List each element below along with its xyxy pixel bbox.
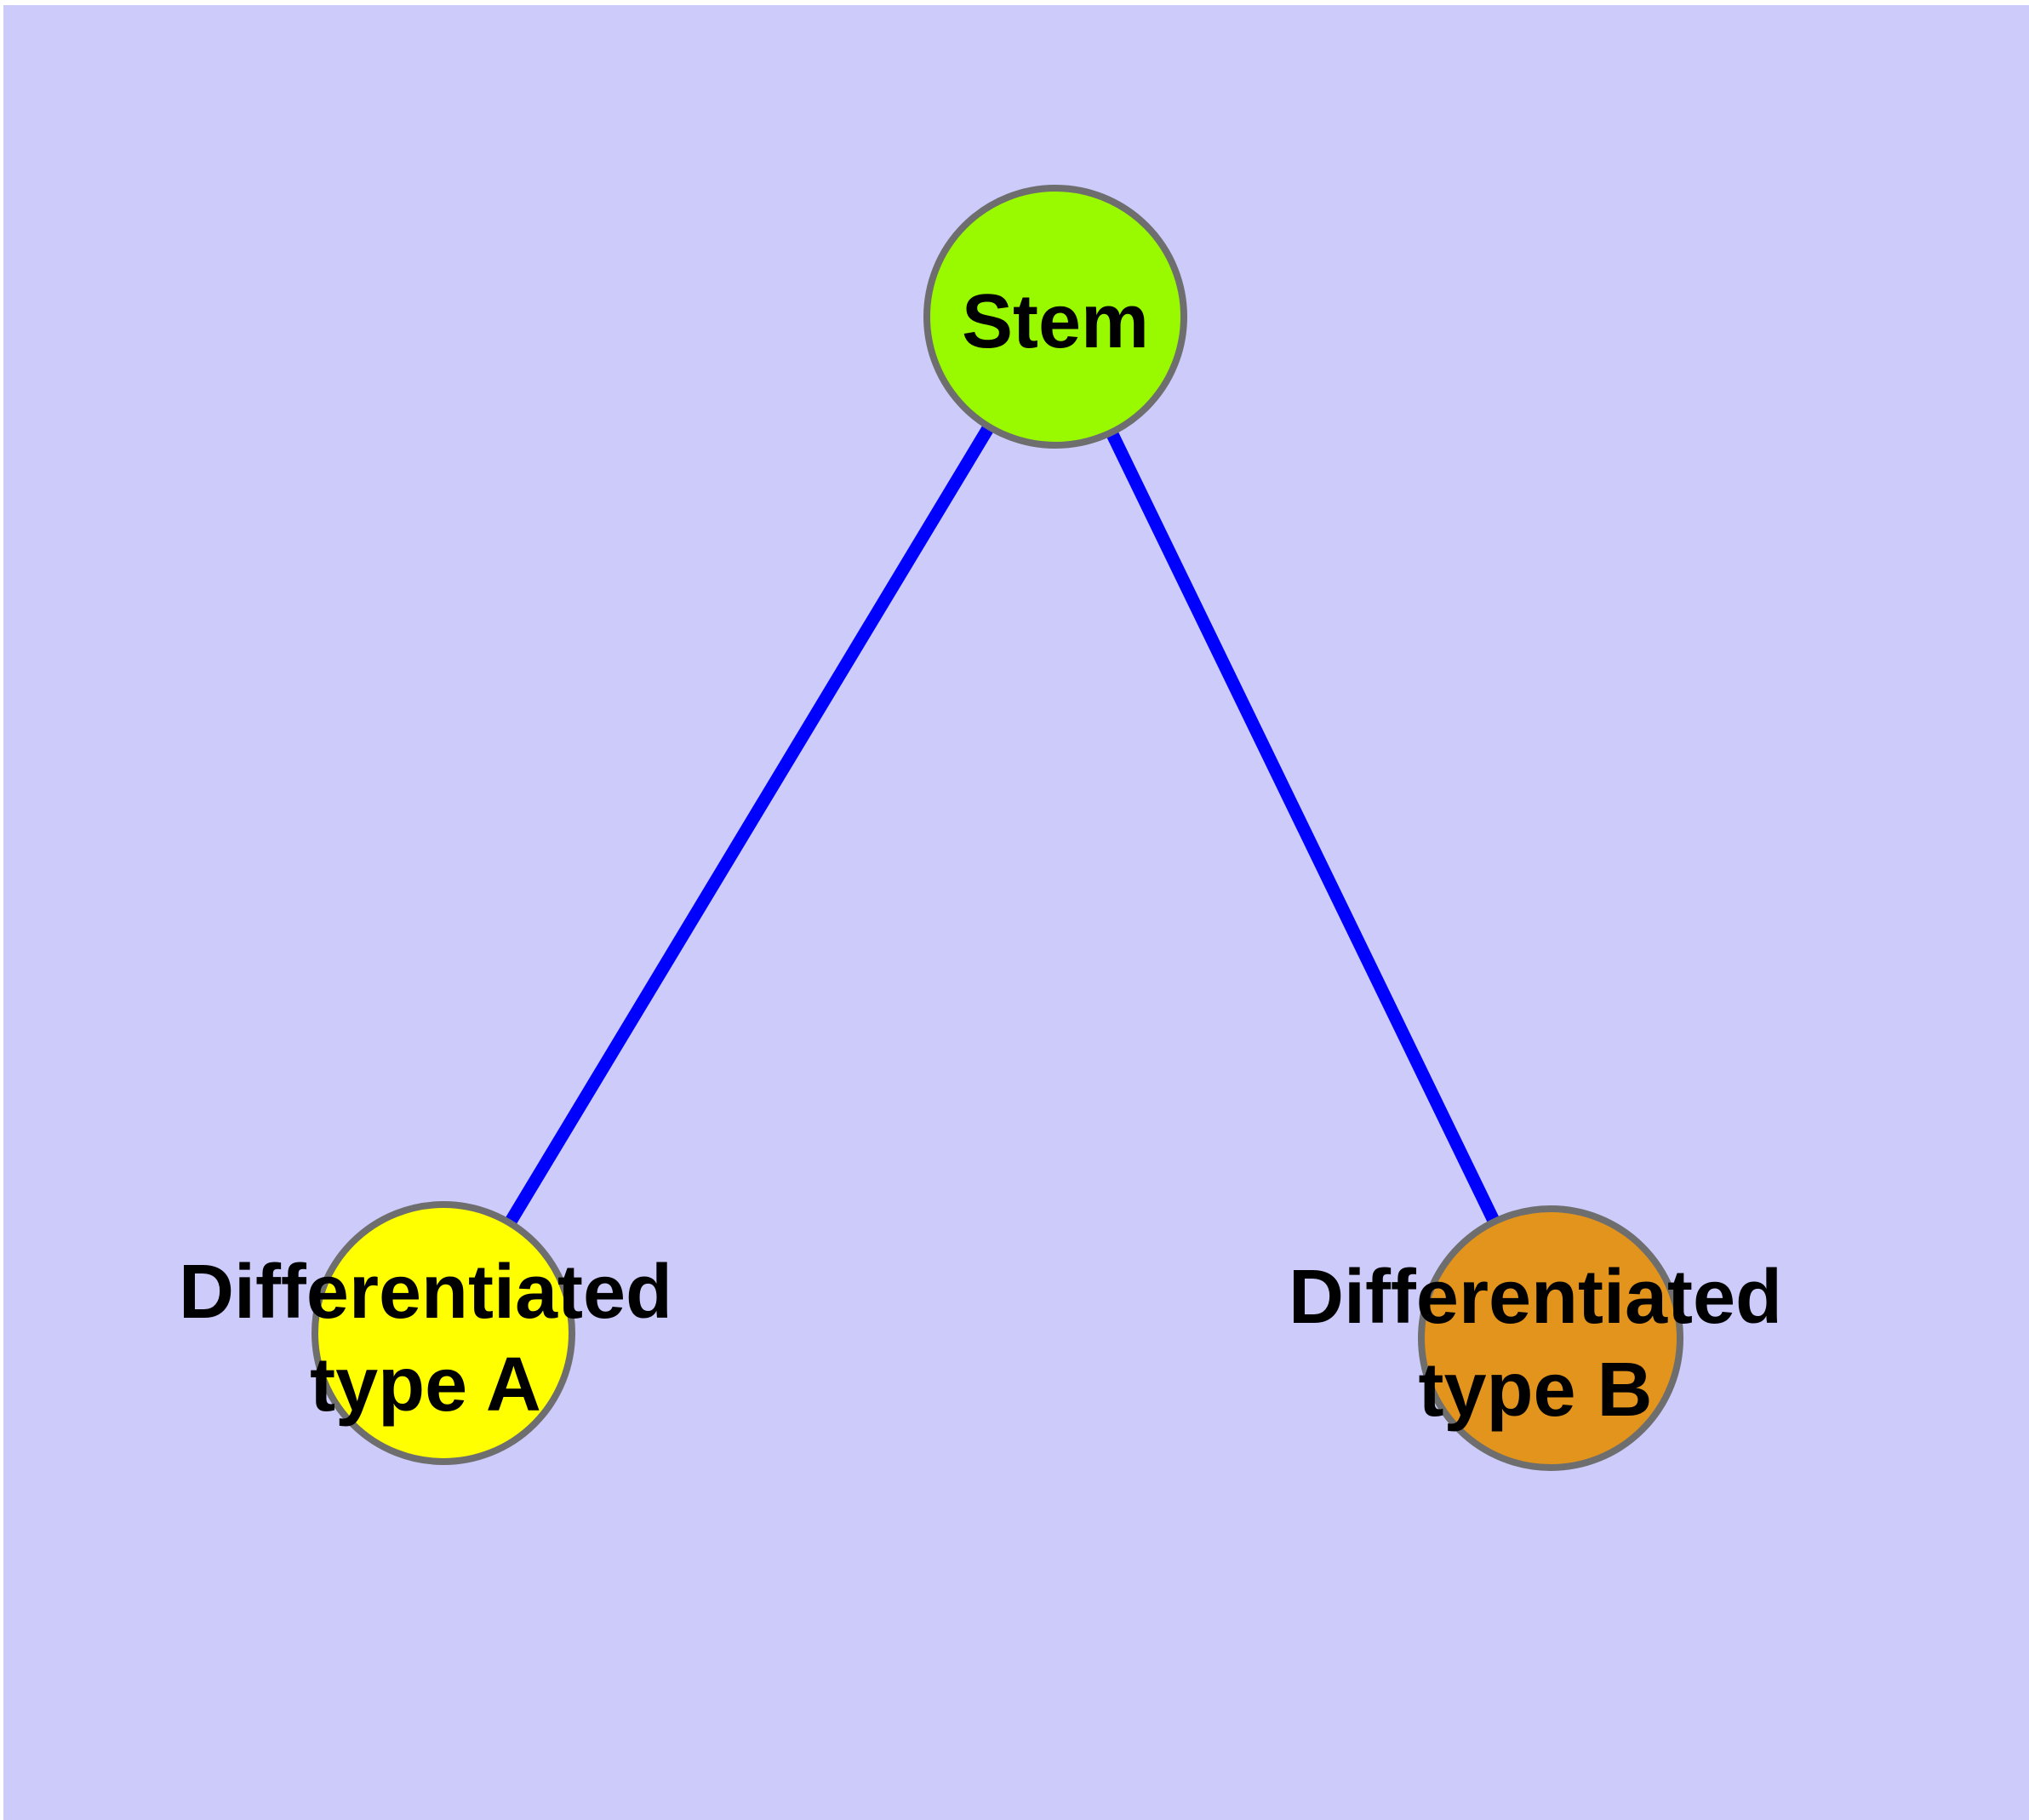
node-type-b-circle xyxy=(1418,1205,1683,1471)
node-type-a-label-line1: Differentiated xyxy=(179,1250,672,1335)
edge-stem-to-type-a xyxy=(437,313,1061,1336)
node-stem-circle xyxy=(923,185,1187,449)
node-type-b-label-line2: type B xyxy=(1418,1348,1652,1433)
node-type-a-label-line2: type A xyxy=(310,1342,541,1428)
node-type-b-label-line1: Differentiated xyxy=(1289,1255,1782,1340)
edge-stem-to-type-b xyxy=(1049,313,1557,1342)
node-type-a-circle xyxy=(311,1201,575,1465)
node-stem-label: Stem xyxy=(962,279,1149,364)
